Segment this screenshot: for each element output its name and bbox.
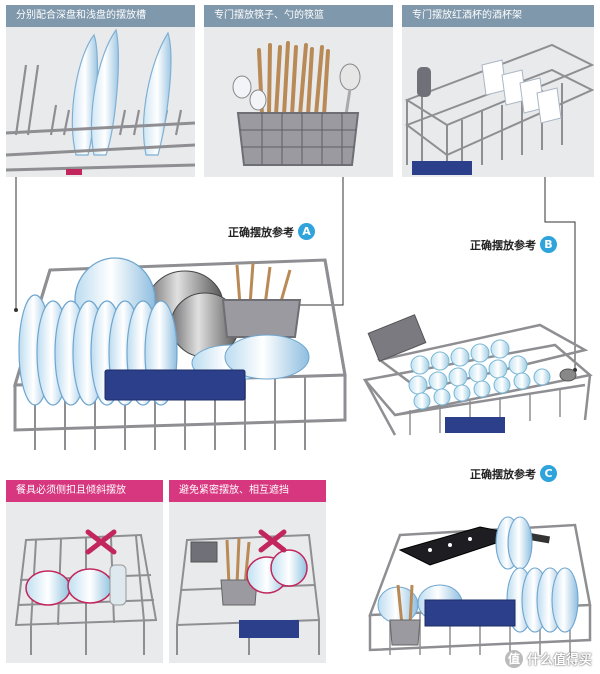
rack-b-illustration [360,305,595,440]
wrong-mark-icon [258,529,287,553]
reference-a-label: 正确摆放参考 A [228,223,315,240]
panel-plate-slots: 分别配合深盘和浅盘的摆放槽 [6,5,195,177]
tilted-placement-illustration [14,529,158,655]
reference-c-label: 正确摆放参考 C [470,465,557,482]
panel-wine-rack: 专门摆放红酒杯的酒杯架 [402,5,594,177]
plate-slots-illustration [6,28,195,175]
cutlery-basket-illustration [232,41,361,166]
tilted-placement-caption: 餐具必须侧扣且倾斜摆放 [6,480,163,502]
wine-rack-illustration [404,43,594,175]
wine-rack-caption: 专门摆放红酒杯的酒杯架 [402,5,594,27]
panel-cutlery-basket: 专门摆放筷子、勺的筷篮 [204,5,393,177]
watermark-text: 什么值得买 [526,653,592,668]
reference-b-label: 正确摆放参考 B [470,236,557,253]
reference-a-text: 正确摆放参考 [228,225,294,239]
rack-c-illustration [360,505,595,665]
crowded-placement-illustration [175,529,321,655]
wrong-mark-icon [85,529,117,555]
badge-c: C [540,465,557,482]
badge-a: A [298,223,315,240]
watermark: 值 什么值得买 [504,649,592,668]
panel-crowded-placement: 避免紧密摆放、相互遮挡 [169,480,326,663]
panel-tilted-placement: 餐具必须侧扣且倾斜摆放 [6,480,163,663]
cutlery-basket-caption: 专门摆放筷子、勺的筷篮 [204,5,393,27]
watermark-logo-icon: 值 [504,649,523,668]
reference-c-text: 正确摆放参考 [470,467,536,481]
badge-b: B [540,236,557,253]
rack-a-illustration [5,245,350,455]
plate-slots-caption: 分别配合深盘和浅盘的摆放槽 [6,5,195,27]
crowded-placement-caption: 避免紧密摆放、相互遮挡 [169,480,326,502]
reference-b-text: 正确摆放参考 [470,238,536,252]
